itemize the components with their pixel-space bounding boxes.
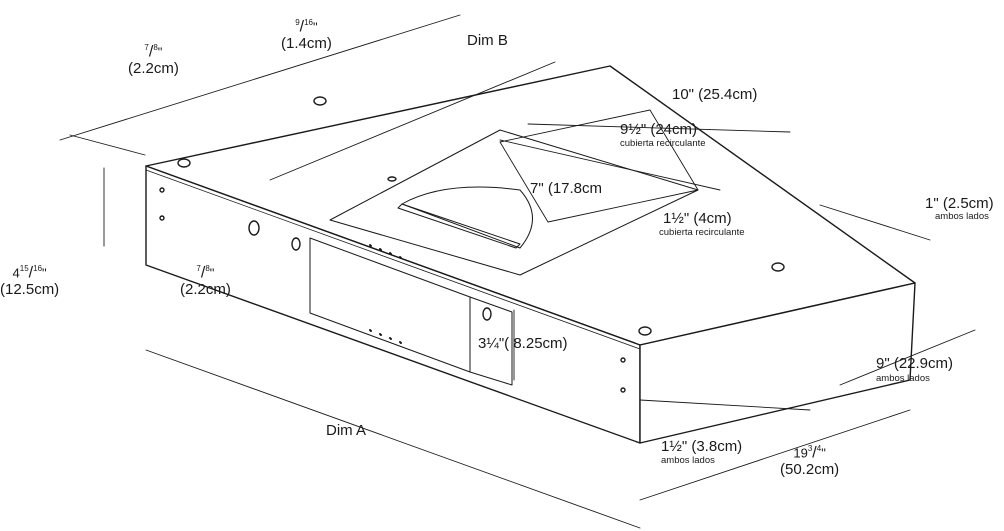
screw-hole-3: [620, 357, 626, 363]
top-hole: [387, 176, 397, 182]
dim-line-dima: [145, 349, 641, 529]
one-half-4cm-label: 1½" (4cm): [663, 210, 732, 227]
one-half-38cm-label: 1½" (3.8cm): [661, 438, 743, 455]
dim-line-1half: [639, 399, 811, 411]
both-sides-label-3: ambos lados: [661, 455, 715, 466]
keyhole-front-2: [291, 237, 301, 251]
both-sides-label-2: ambos lados: [876, 373, 930, 384]
hood-side-face: [639, 282, 916, 444]
dim-b-label: Dim B: [467, 32, 508, 49]
front-top-edge: [145, 169, 641, 350]
nine-half-inch-label: 9½" (24cm): [620, 121, 698, 138]
light-switch: [482, 307, 492, 321]
dim-line-depth: [639, 409, 911, 501]
dim-line-top-left: [69, 134, 146, 156]
height-dimension: 415/16" (12.5cm): [0, 264, 60, 299]
recirculating-cover-inner: [499, 109, 699, 223]
light-switch-panel: [469, 296, 513, 386]
keyhole-front-1: [248, 220, 260, 236]
depth-dimension: 193/4" (50.2cm): [780, 444, 840, 479]
ten-inch-label: 10" (25.4cm): [672, 86, 758, 103]
keyhole-top-4: [638, 326, 652, 336]
dim-line-9in: [839, 329, 976, 386]
recirculating-cover-label-1: cubierta recirculante: [620, 138, 706, 149]
three-quarter-label: 3¼"( 8.25cm): [478, 335, 568, 352]
screw-hole-1: [159, 187, 165, 193]
dim-a-label: Dim A: [326, 422, 367, 439]
recirculating-cover-label-2: cubierta recirculante: [659, 227, 745, 238]
dim-line-dimb: [269, 61, 556, 181]
seven-inch-label: 7" (17.8cm: [530, 180, 603, 197]
top-left-dimension: 7/8" (2.2cm): [128, 43, 179, 78]
dim-line-9half: [499, 139, 721, 191]
damper-outline: [401, 186, 533, 249]
screw-hole-4: [620, 387, 626, 393]
dim-line-1in: [819, 204, 931, 241]
keyhole-top-3: [771, 262, 785, 272]
keyhole-top-2: [177, 158, 191, 168]
dim-line-top-long: [59, 14, 461, 141]
vent-dots: [369, 244, 402, 344]
keyhole-top-1: [313, 96, 327, 106]
damper-slot: [397, 203, 521, 249]
one-inch-label: 1" (2.5cm): [925, 195, 994, 212]
dim-line-10in: [527, 123, 791, 133]
mid-dimension: 7/8" (2.2cm): [180, 264, 231, 299]
nine-inch-label: 9" (22.9cm): [876, 355, 954, 372]
both-sides-label-1: ambos lados: [935, 211, 989, 222]
screw-hole-2: [159, 215, 165, 221]
top-mid-dimension: 9/16" (1.4cm): [281, 18, 332, 53]
